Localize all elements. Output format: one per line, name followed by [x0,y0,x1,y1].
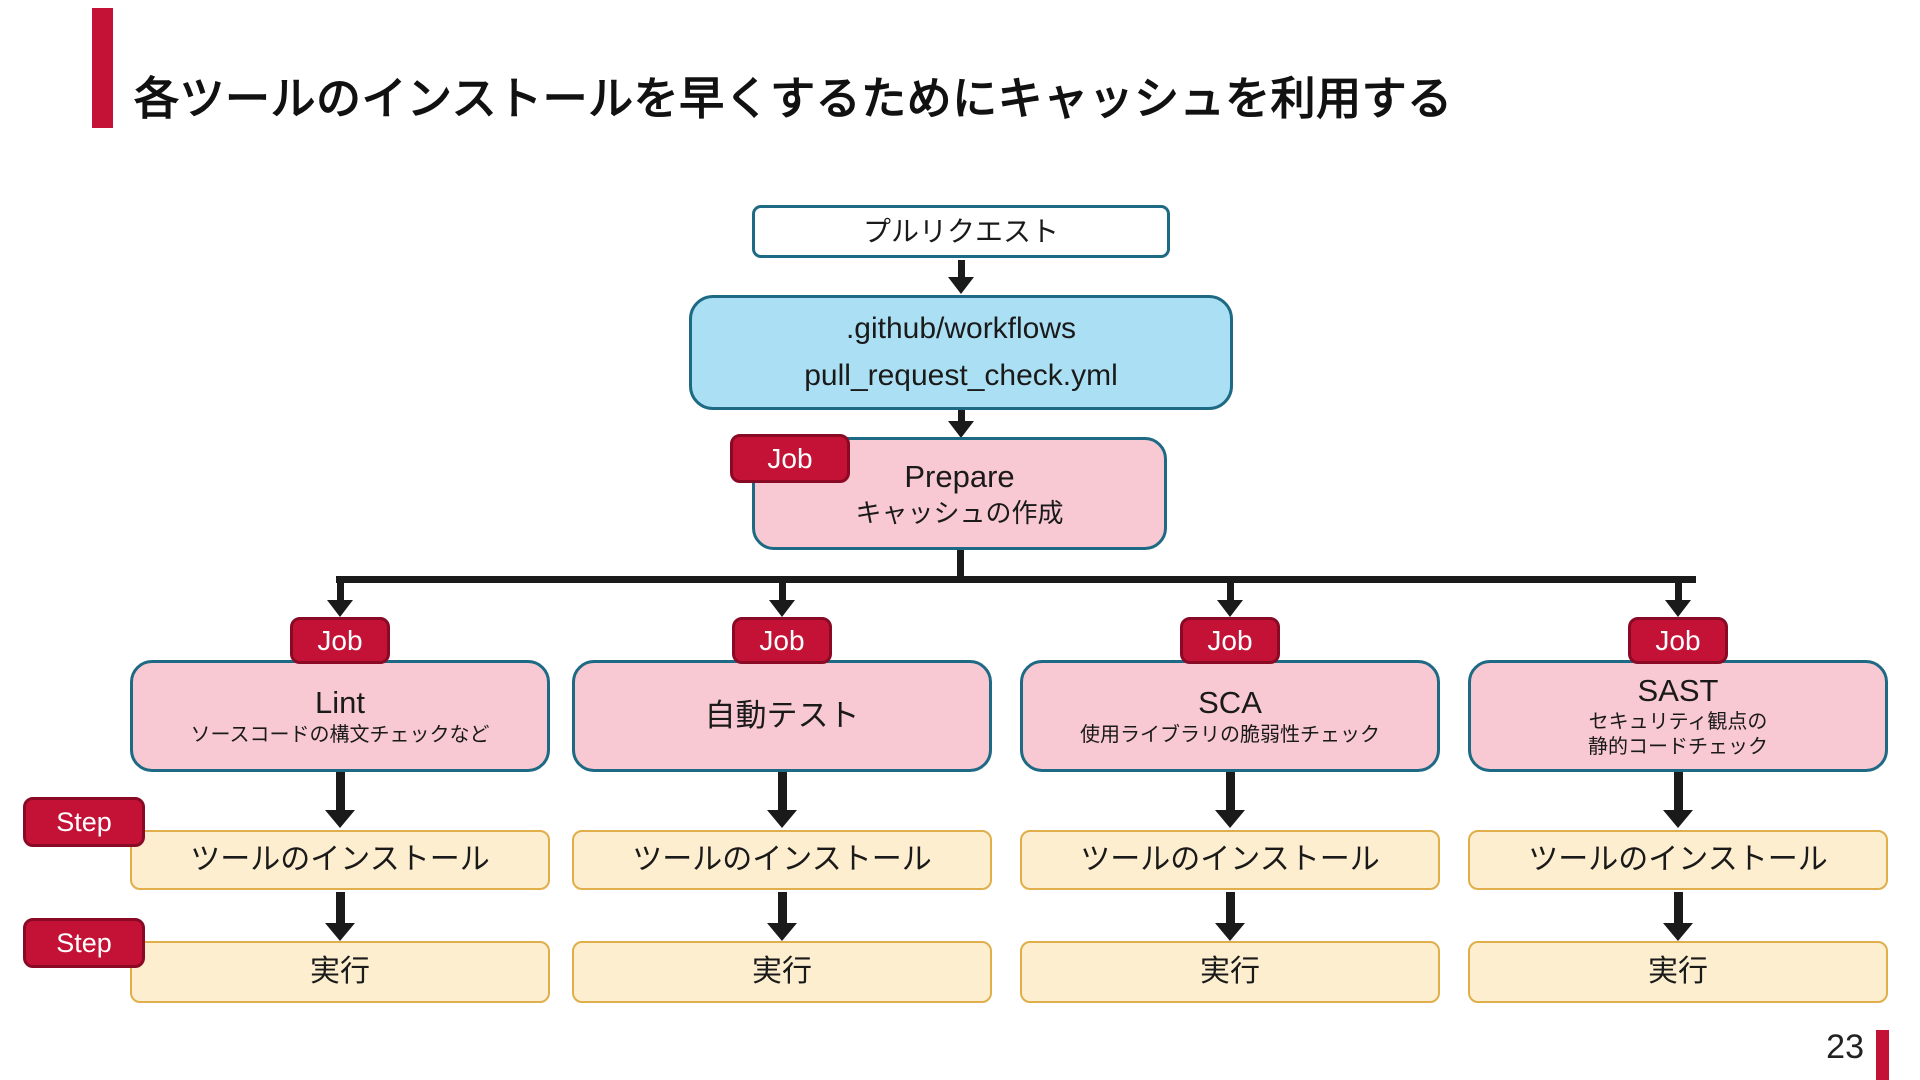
badge-step-install: Step [23,797,145,847]
arrow-down-icon [1663,772,1693,828]
node-step-install-sca: ツールのインストール [1020,830,1440,890]
arrow-down-icon [769,583,795,617]
slide-title: 各ツールのインストールを早くするためにキャッシュを利用する [134,73,1453,124]
arrow-down-icon [1215,772,1245,828]
arrow-down-icon [325,772,355,828]
step-label: ツールのインストール [632,843,932,877]
job-title: SCA [1198,685,1262,721]
step-label: 実行 [752,955,812,989]
arrow-down-icon [325,892,355,941]
node-step-install-sast: ツールのインストール [1468,830,1888,890]
node-workflow-file: .github/workflows pull_request_check.yml [689,295,1233,410]
node-step-run-sca: 実行 [1020,941,1440,1003]
arrow-down-icon [327,583,353,617]
job-subtitle: セキュリティ観点の 静的コードチェック [1588,711,1768,759]
step-label: 実行 [1648,955,1708,989]
page-number: 23 [1826,1028,1864,1066]
page-accent-bar [1876,1030,1889,1080]
badge-job-lint: Job [290,617,390,664]
node-pull-request: プルリクエスト [752,205,1170,258]
arrow-down-icon [948,260,974,294]
arrow-down-icon [1663,892,1693,941]
workflow-file-line2: pull_request_check.yml [804,358,1118,392]
badge-job-sca: Job [1180,617,1280,664]
node-step-install-autotest: ツールのインストール [572,830,992,890]
badge-job-autotest: Job [732,617,832,664]
node-job-sca: SCA 使用ライブラリの脆弱性チェック [1020,660,1440,772]
node-step-run-autotest: 実行 [572,941,992,1003]
step-label: 実行 [1200,955,1260,989]
step-label: ツールのインストール [190,843,490,877]
job-subtitle: ソースコードの構文チェックなど [190,723,490,746]
connector-horizontal [336,576,1696,583]
arrow-down-icon [767,772,797,828]
node-pull-request-label: プルリクエスト [862,216,1059,247]
job-title: 自動テスト [704,697,860,733]
arrow-down-icon [948,410,974,438]
prepare-subtitle: キャッシュの作成 [855,497,1064,528]
arrow-down-icon [1215,892,1245,941]
node-job-lint: Lint ソースコードの構文チェックなど [130,660,550,772]
job-title: Lint [315,685,365,721]
title-accent-bar [92,8,113,128]
node-job-sast: SAST セキュリティ観点の 静的コードチェック [1468,660,1888,772]
job-title: SAST [1637,672,1719,708]
connector-stem [957,550,964,580]
arrow-down-icon [1217,583,1243,617]
node-step-run-sast: 実行 [1468,941,1888,1003]
badge-job-prepare: Job [730,434,850,483]
arrow-down-icon [767,892,797,941]
node-step-install-lint: ツールのインストール [130,830,550,890]
badge-job-sast: Job [1628,617,1728,664]
prepare-title: Prepare [904,458,1015,494]
node-job-autotest: 自動テスト [572,660,992,772]
job-subtitle: 使用ライブラリの脆弱性チェック [1080,723,1380,746]
node-step-run-lint: 実行 [130,941,550,1003]
step-label: 実行 [310,955,370,989]
workflow-file-line1: .github/workflows [845,312,1077,345]
step-label: ツールのインストール [1080,843,1380,877]
badge-step-run: Step [23,918,145,968]
step-label: ツールのインストール [1528,843,1828,877]
arrow-down-icon [1665,583,1691,617]
